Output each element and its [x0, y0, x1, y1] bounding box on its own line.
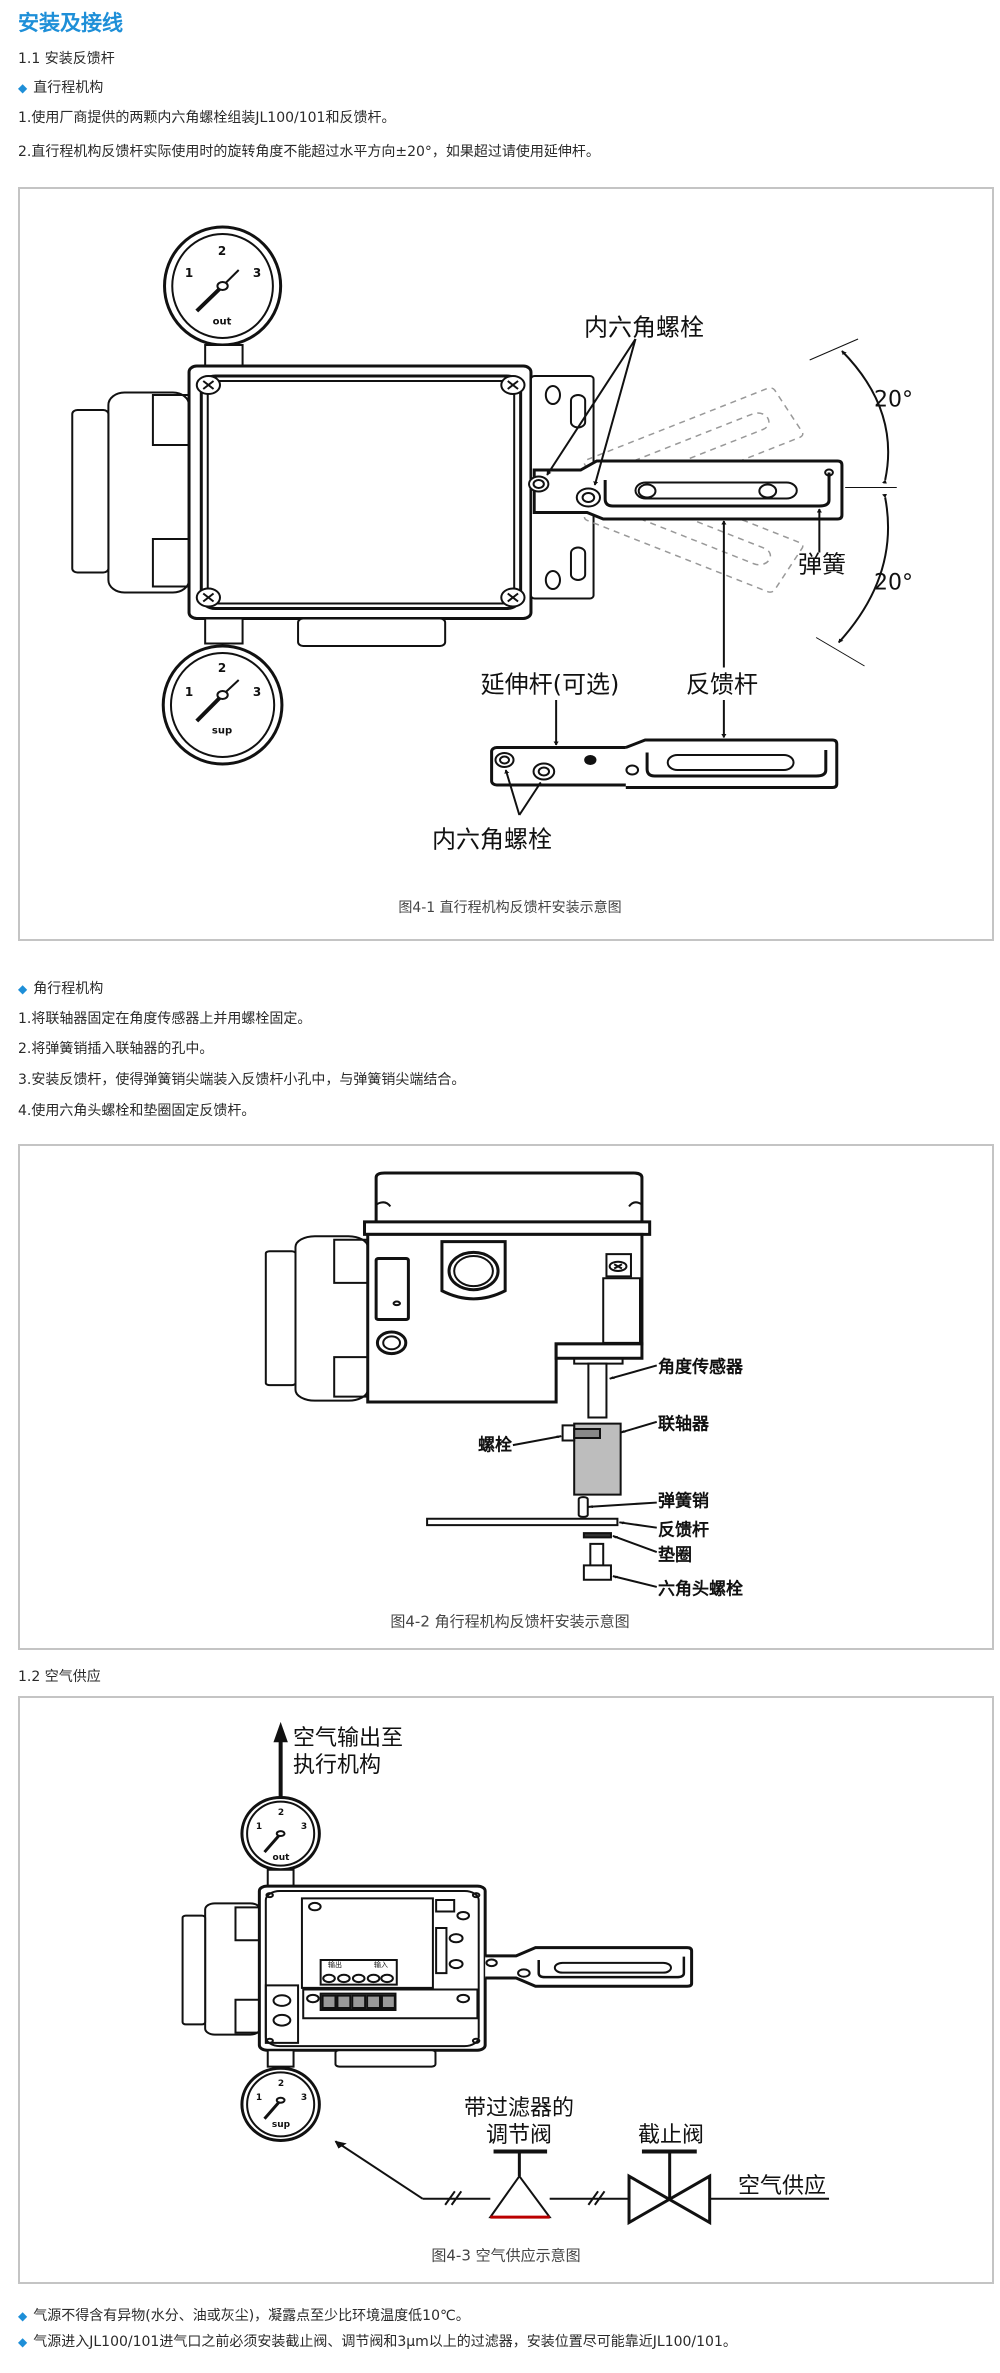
label-hex-bolt: 内六角螺栓 — [432, 825, 552, 854]
gauge-number: 1 — [255, 2093, 263, 2103]
hex-bolt-icon — [577, 489, 600, 507]
label-air-supply: 空气供应 — [738, 2174, 827, 2199]
feedback-lever-2 — [626, 740, 837, 788]
label-angle-sensor: 角度传感器 — [658, 1357, 743, 1378]
shutoff-valve — [629, 2176, 710, 2222]
angle-arc-up — [842, 350, 888, 484]
gauge-number: 2 — [277, 2079, 285, 2089]
angle-arc-down — [839, 493, 888, 643]
angle-sensor-shaft — [588, 1364, 606, 1418]
screw-icon — [610, 1262, 627, 1271]
step-text: 1.将联轴器固定在角度传感器上并用螺栓固定。 — [18, 1011, 312, 1027]
note-item: ◆ 气源进入JL100/101进气口之前必须安装截止阀、调节阀和3μm以上的过滤器… — [18, 2331, 737, 2351]
gauge-number: 3 — [252, 266, 262, 280]
label-washer: 垫圈 — [658, 1545, 692, 1566]
figure-caption: 图4-1 直行程机构反馈杆安装示意图 — [398, 900, 622, 916]
bullet-linear: ◆ 直行程机构 — [18, 77, 103, 97]
section-heading-1-1: 1.1 安装反馈杆 — [18, 51, 115, 67]
gauge-number: 2 — [277, 1808, 285, 1818]
gauge-label: sup — [211, 725, 233, 737]
feedback-lever — [485, 1948, 691, 1987]
spring-pin — [579, 1497, 588, 1517]
figure-4-2-drawing — [0, 1140, 1000, 1700]
label-output: 执行机构 — [293, 1753, 382, 1778]
label-spring-pin: 弹簧销 — [658, 1491, 709, 1512]
washer — [584, 1533, 611, 1537]
note-item: ◆ 气源不得含有异物(水分、油或灰尘)，凝露点至少比环境温度低10℃。 — [18, 2305, 470, 2325]
step-text: 2.将弹簧销插入联轴器的孔中。 — [18, 1041, 214, 1057]
gauge-number: 2 — [217, 244, 227, 258]
bullet-label: 角行程机构 — [33, 981, 104, 997]
diamond-bullet-icon: ◆ — [18, 2335, 28, 2349]
gauge-number: 3 — [300, 2093, 308, 2103]
note-text: 气源不得含有异物(水分、油或灰尘)，凝露点至少比环境温度低10℃。 — [33, 2308, 470, 2324]
terminal-label: 输入 — [374, 1961, 388, 1969]
label-hex-head-bolt: 六角头螺栓 — [658, 1579, 743, 1600]
gauge-sup — [242, 2068, 319, 2140]
step-text: 1.使用厂商提供的两颗内六角螺栓组装JL100/101和反馈杆。 — [18, 110, 396, 126]
label-hex-bolt: 内六角螺栓 — [584, 313, 704, 342]
screw-icon — [197, 376, 220, 394]
gauge-number: 1 — [184, 685, 194, 699]
step-text: 2.直行程机构反馈杆实际使用时的旋转角度不能超过水平方向±20°，如果超过请使用… — [18, 144, 600, 160]
label-feedback-lever: 反馈杆 — [658, 1520, 709, 1541]
step-text: 4.使用六角头螺栓和垫圈固定反馈杆。 — [18, 1103, 256, 1119]
gauge-label: out — [212, 316, 232, 328]
label-shutoff-valve: 截止阀 — [637, 2123, 705, 2148]
figure-4-1-drawing — [0, 180, 1000, 950]
step-text: 3.安装反馈杆，使得弹簧销尖端装入反馈杆小孔中，与弹簧销尖端结合。 — [18, 1072, 466, 1088]
gauge-number: 3 — [252, 685, 262, 699]
section-heading-1-2: 1.2 空气供应 — [18, 1669, 101, 1685]
label-extension: 延伸杆(可选) — [480, 670, 620, 699]
figure-4-3-frame — [18, 1696, 994, 2284]
feedback-lever — [427, 1519, 617, 1525]
diamond-bullet-icon: ◆ — [18, 81, 28, 95]
regulator-valve — [490, 2176, 549, 2217]
bullet-rotary: ◆ 角行程机构 — [18, 978, 103, 998]
bullet-label: 直行程机构 — [33, 80, 104, 96]
extension-lever — [492, 748, 647, 786]
gauge-number: 1 — [255, 1822, 263, 1832]
page-title: 安装及接线 — [18, 11, 123, 35]
gauge-label: out — [272, 1853, 290, 1863]
screw-icon — [501, 376, 524, 394]
note-text: 气源进入JL100/101进气口之前必须安装截止阀、调节阀和3μm以上的过滤器，… — [33, 2334, 737, 2350]
label-regulator: 调节阀 — [485, 2123, 553, 2148]
terminal-label: 输出 — [328, 1961, 342, 1969]
screw-icon — [501, 589, 524, 607]
gauge-number: 3 — [300, 1822, 308, 1832]
gauge-number: 2 — [217, 661, 227, 675]
device-body — [189, 366, 531, 619]
spring — [605, 473, 829, 507]
label-regulator: 带过滤器的 — [463, 2096, 575, 2121]
hex-head-bolt — [584, 1565, 611, 1579]
diamond-bullet-icon: ◆ — [18, 2309, 28, 2323]
figure-caption: 图4-2 角行程机构反馈杆安装示意图 — [390, 1612, 630, 1631]
gauge-sup — [163, 646, 282, 764]
figure-4-3-drawing — [0, 1690, 1000, 2330]
label-bolt: 螺栓 — [478, 1435, 512, 1456]
supply-pipe — [334, 2140, 422, 2198]
label-angle: 20° — [874, 570, 913, 596]
label-angle: 20° — [874, 387, 913, 413]
gauge-number: 1 — [184, 266, 194, 280]
gauge-label: sup — [271, 2120, 291, 2130]
label-spring: 弹簧 — [798, 550, 846, 579]
label-coupling: 联轴器 — [658, 1414, 709, 1435]
screw-icon — [197, 589, 220, 607]
label-output: 空气输出至 — [293, 1726, 404, 1751]
diamond-bullet-icon: ◆ — [18, 982, 28, 996]
label-feedback-lever: 反馈杆 — [686, 670, 758, 699]
figure-caption: 图4-3 空气供应示意图 — [431, 2246, 581, 2265]
hex-bolt-icon — [529, 477, 548, 492]
